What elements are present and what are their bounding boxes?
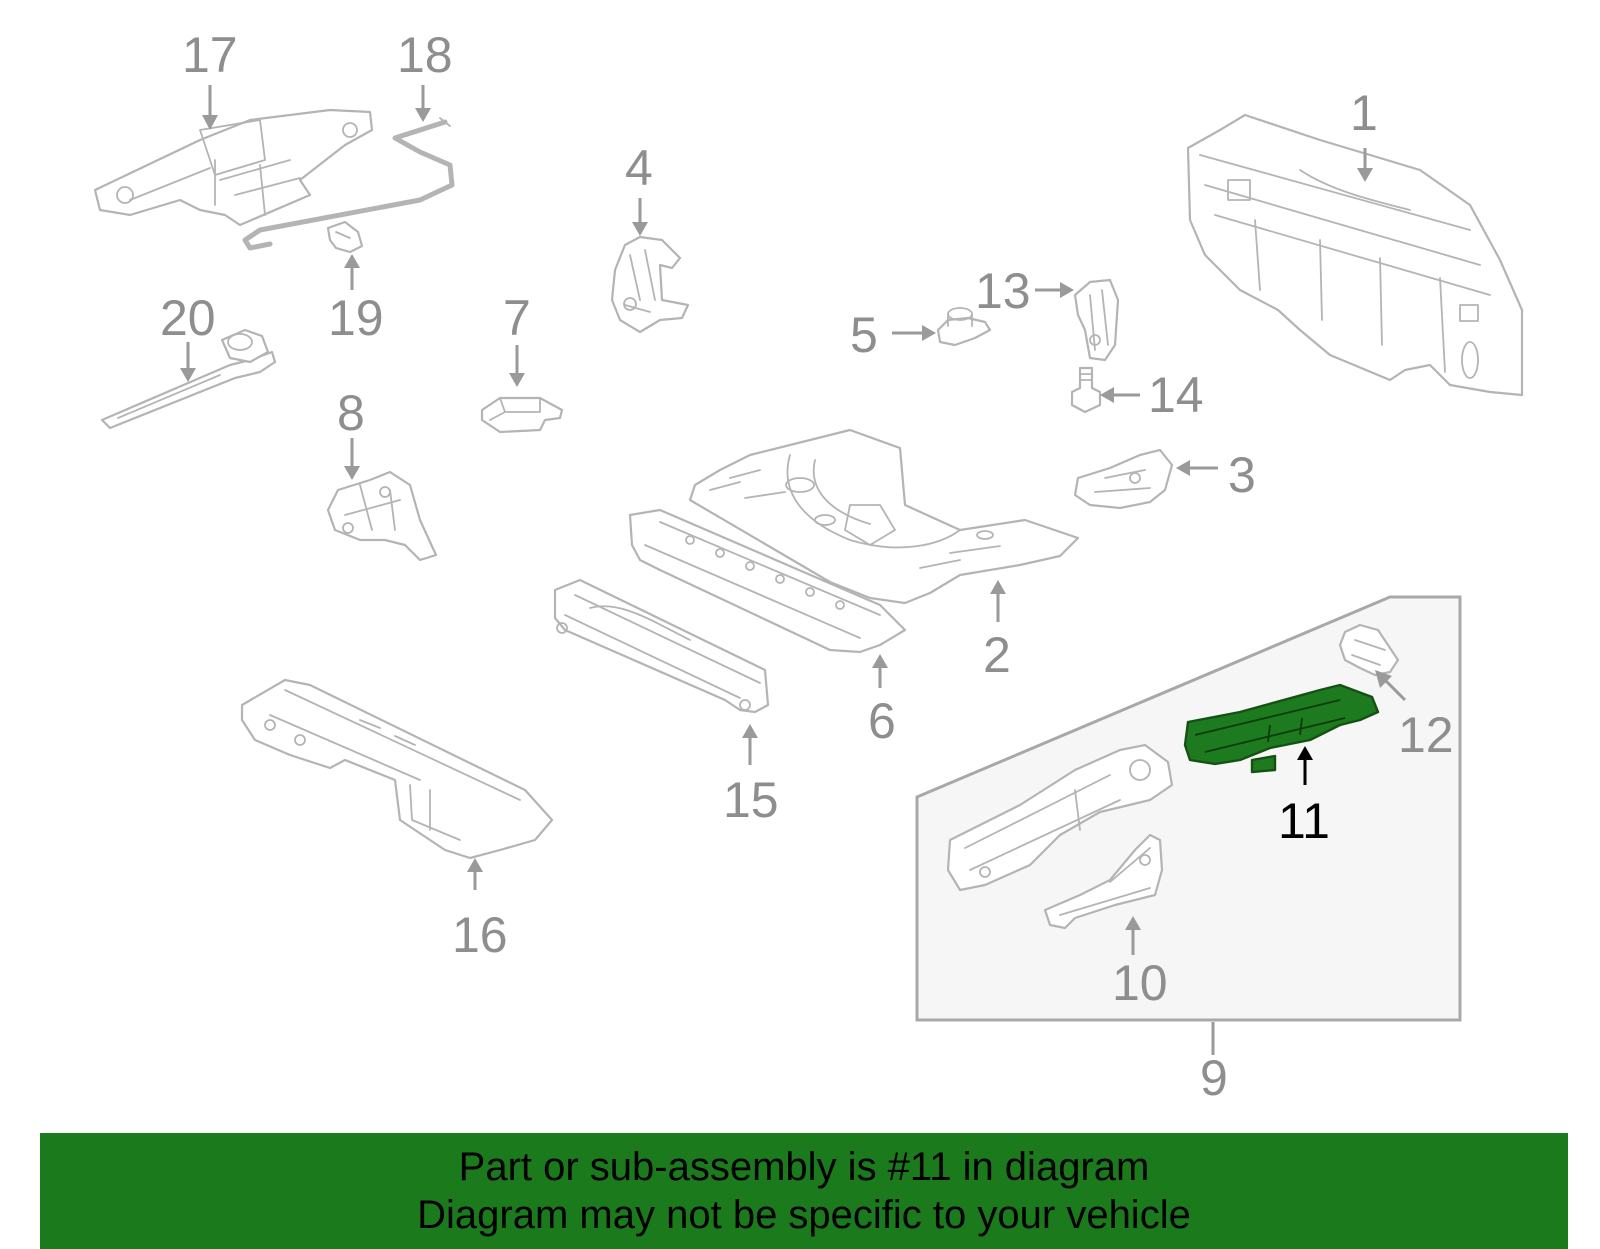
- callout-12: 12: [1398, 707, 1454, 763]
- part-14-bolt[interactable]: [1070, 366, 1102, 414]
- part-16-side-rail[interactable]: [240, 678, 554, 860]
- part-10-bracket[interactable]: [1043, 833, 1164, 930]
- callout-13: 13: [975, 263, 1031, 319]
- callout-9: 9: [1200, 1050, 1228, 1106]
- part-5-bracket[interactable]: [936, 307, 992, 347]
- leader-lines: [180, 85, 1407, 1055]
- part-3-bracket[interactable]: [1073, 448, 1174, 510]
- callout-20: 20: [160, 290, 216, 346]
- callout-15: 15: [723, 772, 779, 828]
- callout-4: 4: [625, 140, 653, 196]
- callout-labels: 17 18 19 20 4 7 8 5 13 14 1 3 2 6 15 16 …: [160, 27, 1454, 1106]
- callout-19: 19: [328, 290, 384, 346]
- part-15-cross-bar[interactable]: [553, 578, 770, 714]
- callout-18: 18: [397, 27, 453, 83]
- footer-banner: Part or sub-assembly is #11 in diagram D…: [40, 1133, 1568, 1249]
- part-7-small-bracket[interactable]: [480, 396, 564, 434]
- callout-11: 11: [1278, 793, 1330, 849]
- callout-6: 6: [868, 693, 896, 749]
- part-12-bracket[interactable]: [1338, 623, 1400, 677]
- callout-8: 8: [337, 385, 365, 441]
- part-9-frame-rail[interactable]: [946, 743, 1174, 892]
- footer-line-part-number: Part or sub-assembly is #11 in diagram: [458, 1145, 1150, 1189]
- callout-5: 5: [850, 307, 878, 363]
- part-2-floor-pan[interactable]: [688, 428, 1080, 605]
- part-8-bracket[interactable]: [326, 470, 438, 562]
- callout-17: 17: [182, 27, 238, 83]
- callout-7: 7: [503, 290, 531, 346]
- part-6-crossmember[interactable]: [628, 508, 907, 654]
- callout-14: 14: [1148, 367, 1204, 423]
- part-18-handle-rod[interactable]: [242, 117, 455, 251]
- part-20-wrench[interactable]: [100, 328, 277, 430]
- callout-16: 16: [452, 907, 508, 963]
- callout-3: 3: [1228, 447, 1256, 503]
- footer-line-disclaimer: Diagram may not be specific to your vehi…: [417, 1193, 1191, 1237]
- callout-2: 2: [983, 627, 1011, 683]
- part-19-clip[interactable]: [326, 220, 364, 254]
- part-17-jack[interactable]: [93, 108, 374, 227]
- part-4-bracket[interactable]: [610, 235, 690, 334]
- part-1-rear-panel[interactable]: [1186, 113, 1524, 397]
- callout-1: 1: [1350, 85, 1378, 141]
- callout-10: 10: [1112, 955, 1168, 1011]
- part-13-bracket[interactable]: [1073, 278, 1120, 362]
- part-11-highlighted-rail[interactable]: [1183, 683, 1380, 774]
